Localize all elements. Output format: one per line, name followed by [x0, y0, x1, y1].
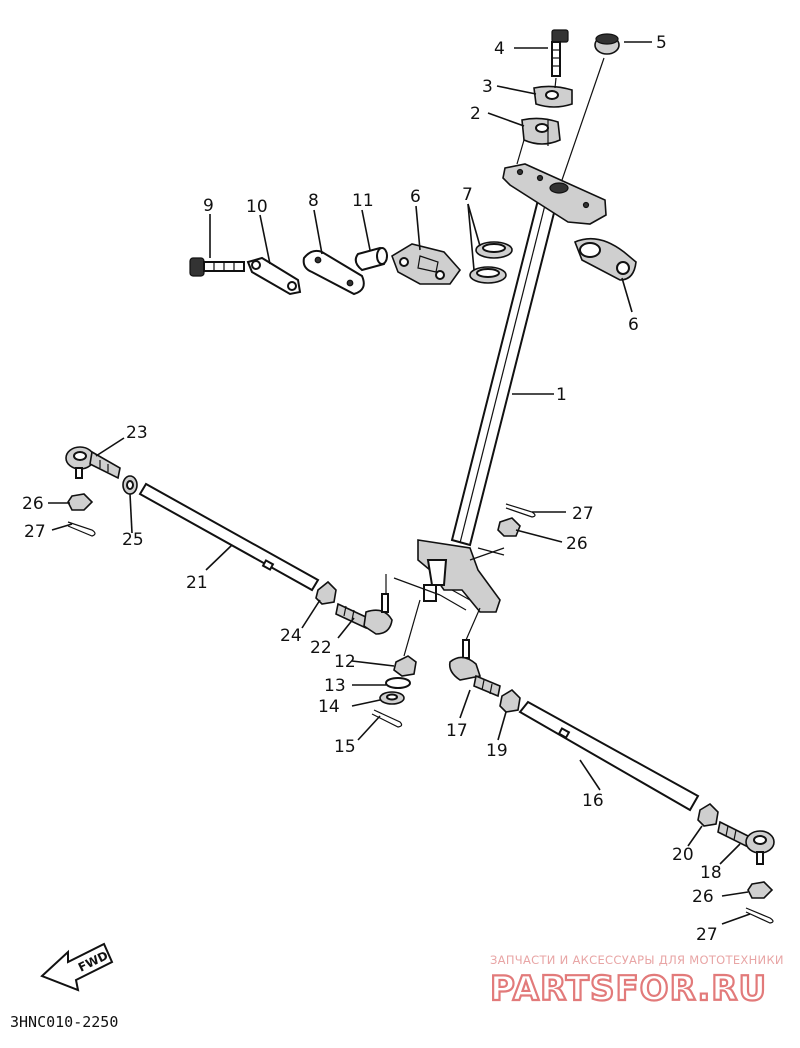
tie-rod-16 — [518, 700, 700, 812]
nut-26-mid-right — [497, 517, 521, 537]
callout-6-right: 6 — [628, 315, 639, 335]
callout-labels: 1 2 3 4 5 6 6 7 8 9 10 11 12 13 14 15 16… — [22, 33, 722, 945]
callout-21: 21 — [186, 573, 208, 593]
bushing-pair — [469, 241, 513, 284]
callout-4: 4 — [494, 39, 505, 59]
tie-rod-end-22 — [335, 593, 393, 635]
callout-26-left: 26 — [22, 494, 44, 514]
holder-plate — [302, 249, 365, 296]
washer-25 — [122, 475, 138, 495]
callout-1: 1 — [556, 385, 567, 405]
leader-lines — [48, 41, 751, 925]
callout-20: 20 — [672, 845, 694, 865]
callout-17: 17 — [446, 721, 468, 741]
washer-13 — [385, 677, 411, 689]
collar — [354, 246, 388, 272]
callout-5: 5 — [656, 33, 667, 53]
callout-8: 8 — [308, 191, 319, 211]
callout-19: 19 — [486, 741, 508, 761]
nut-26-lower-right — [747, 881, 774, 899]
callout-14: 14 — [318, 697, 340, 717]
cotter-pin-27-lower-right — [745, 907, 774, 924]
nut-20 — [697, 802, 719, 827]
callout-23: 23 — [126, 423, 148, 443]
callout-22: 22 — [310, 638, 332, 658]
callout-27-left: 27 — [24, 522, 46, 542]
fwd-arrow: FWD — [40, 942, 114, 992]
callout-18: 18 — [700, 863, 722, 883]
callout-3: 3 — [482, 77, 493, 97]
drawing-code: 3HNC010-2250 — [10, 1013, 118, 1031]
callout-10: 10 — [246, 197, 268, 217]
shaft-holder-left — [391, 243, 462, 285]
watermark-tagline: ЗАПЧАСТИ И АКСЕССУАРЫ ДЛЯ МОТОТЕХНИКИ — [490, 953, 784, 967]
nut-12 — [393, 655, 417, 677]
callout-24: 24 — [280, 626, 302, 646]
callout-6-left: 6 — [410, 187, 421, 207]
callout-27-lower-right: 27 — [696, 925, 718, 945]
tie-rod-end-18 — [717, 820, 775, 865]
clamp-bolt — [551, 29, 569, 77]
callout-26-mid-right: 26 — [566, 534, 588, 554]
nut-19 — [499, 688, 521, 713]
cotter-pin-15 — [371, 709, 403, 728]
callout-15: 15 — [334, 737, 356, 757]
nut-24 — [315, 580, 337, 605]
column-upper-plate — [502, 163, 607, 225]
tie-rod-end-23 — [65, 446, 121, 480]
cotter-pin-27-left — [67, 521, 96, 537]
tie-rod-end-17 — [448, 639, 501, 698]
holder-bolt — [189, 257, 245, 277]
callout-7: 7 — [462, 185, 473, 205]
watermark: ЗАПЧАСТИ И АКСЕССУАРЫ ДЛЯ МОТОТЕХНИКИ PA… — [489, 953, 784, 1010]
nut-26-left — [67, 493, 94, 511]
callout-11: 11 — [352, 191, 374, 211]
watermark-brand: PARTSFOR.RU — [490, 969, 767, 1009]
callout-27-mid-right: 27 — [572, 504, 594, 524]
shaft-bushing-right — [573, 237, 637, 281]
washer-14 — [379, 691, 405, 705]
callout-2: 2 — [470, 104, 481, 124]
callout-25: 25 — [122, 530, 144, 550]
lock-washer-plate — [246, 256, 302, 296]
clamp-lower — [521, 117, 561, 145]
steering-shaft — [393, 198, 558, 613]
tie-rod-21 — [138, 482, 320, 592]
callout-13: 13 — [324, 676, 346, 696]
callout-26-lower-right: 26 — [692, 887, 714, 907]
shaft-cap — [594, 33, 620, 55]
clamp-upper — [533, 85, 573, 108]
callout-16: 16 — [582, 791, 604, 811]
cotter-pin-27-mid-right — [505, 503, 536, 518]
callout-9: 9 — [203, 196, 214, 216]
callout-12: 12 — [334, 652, 356, 672]
